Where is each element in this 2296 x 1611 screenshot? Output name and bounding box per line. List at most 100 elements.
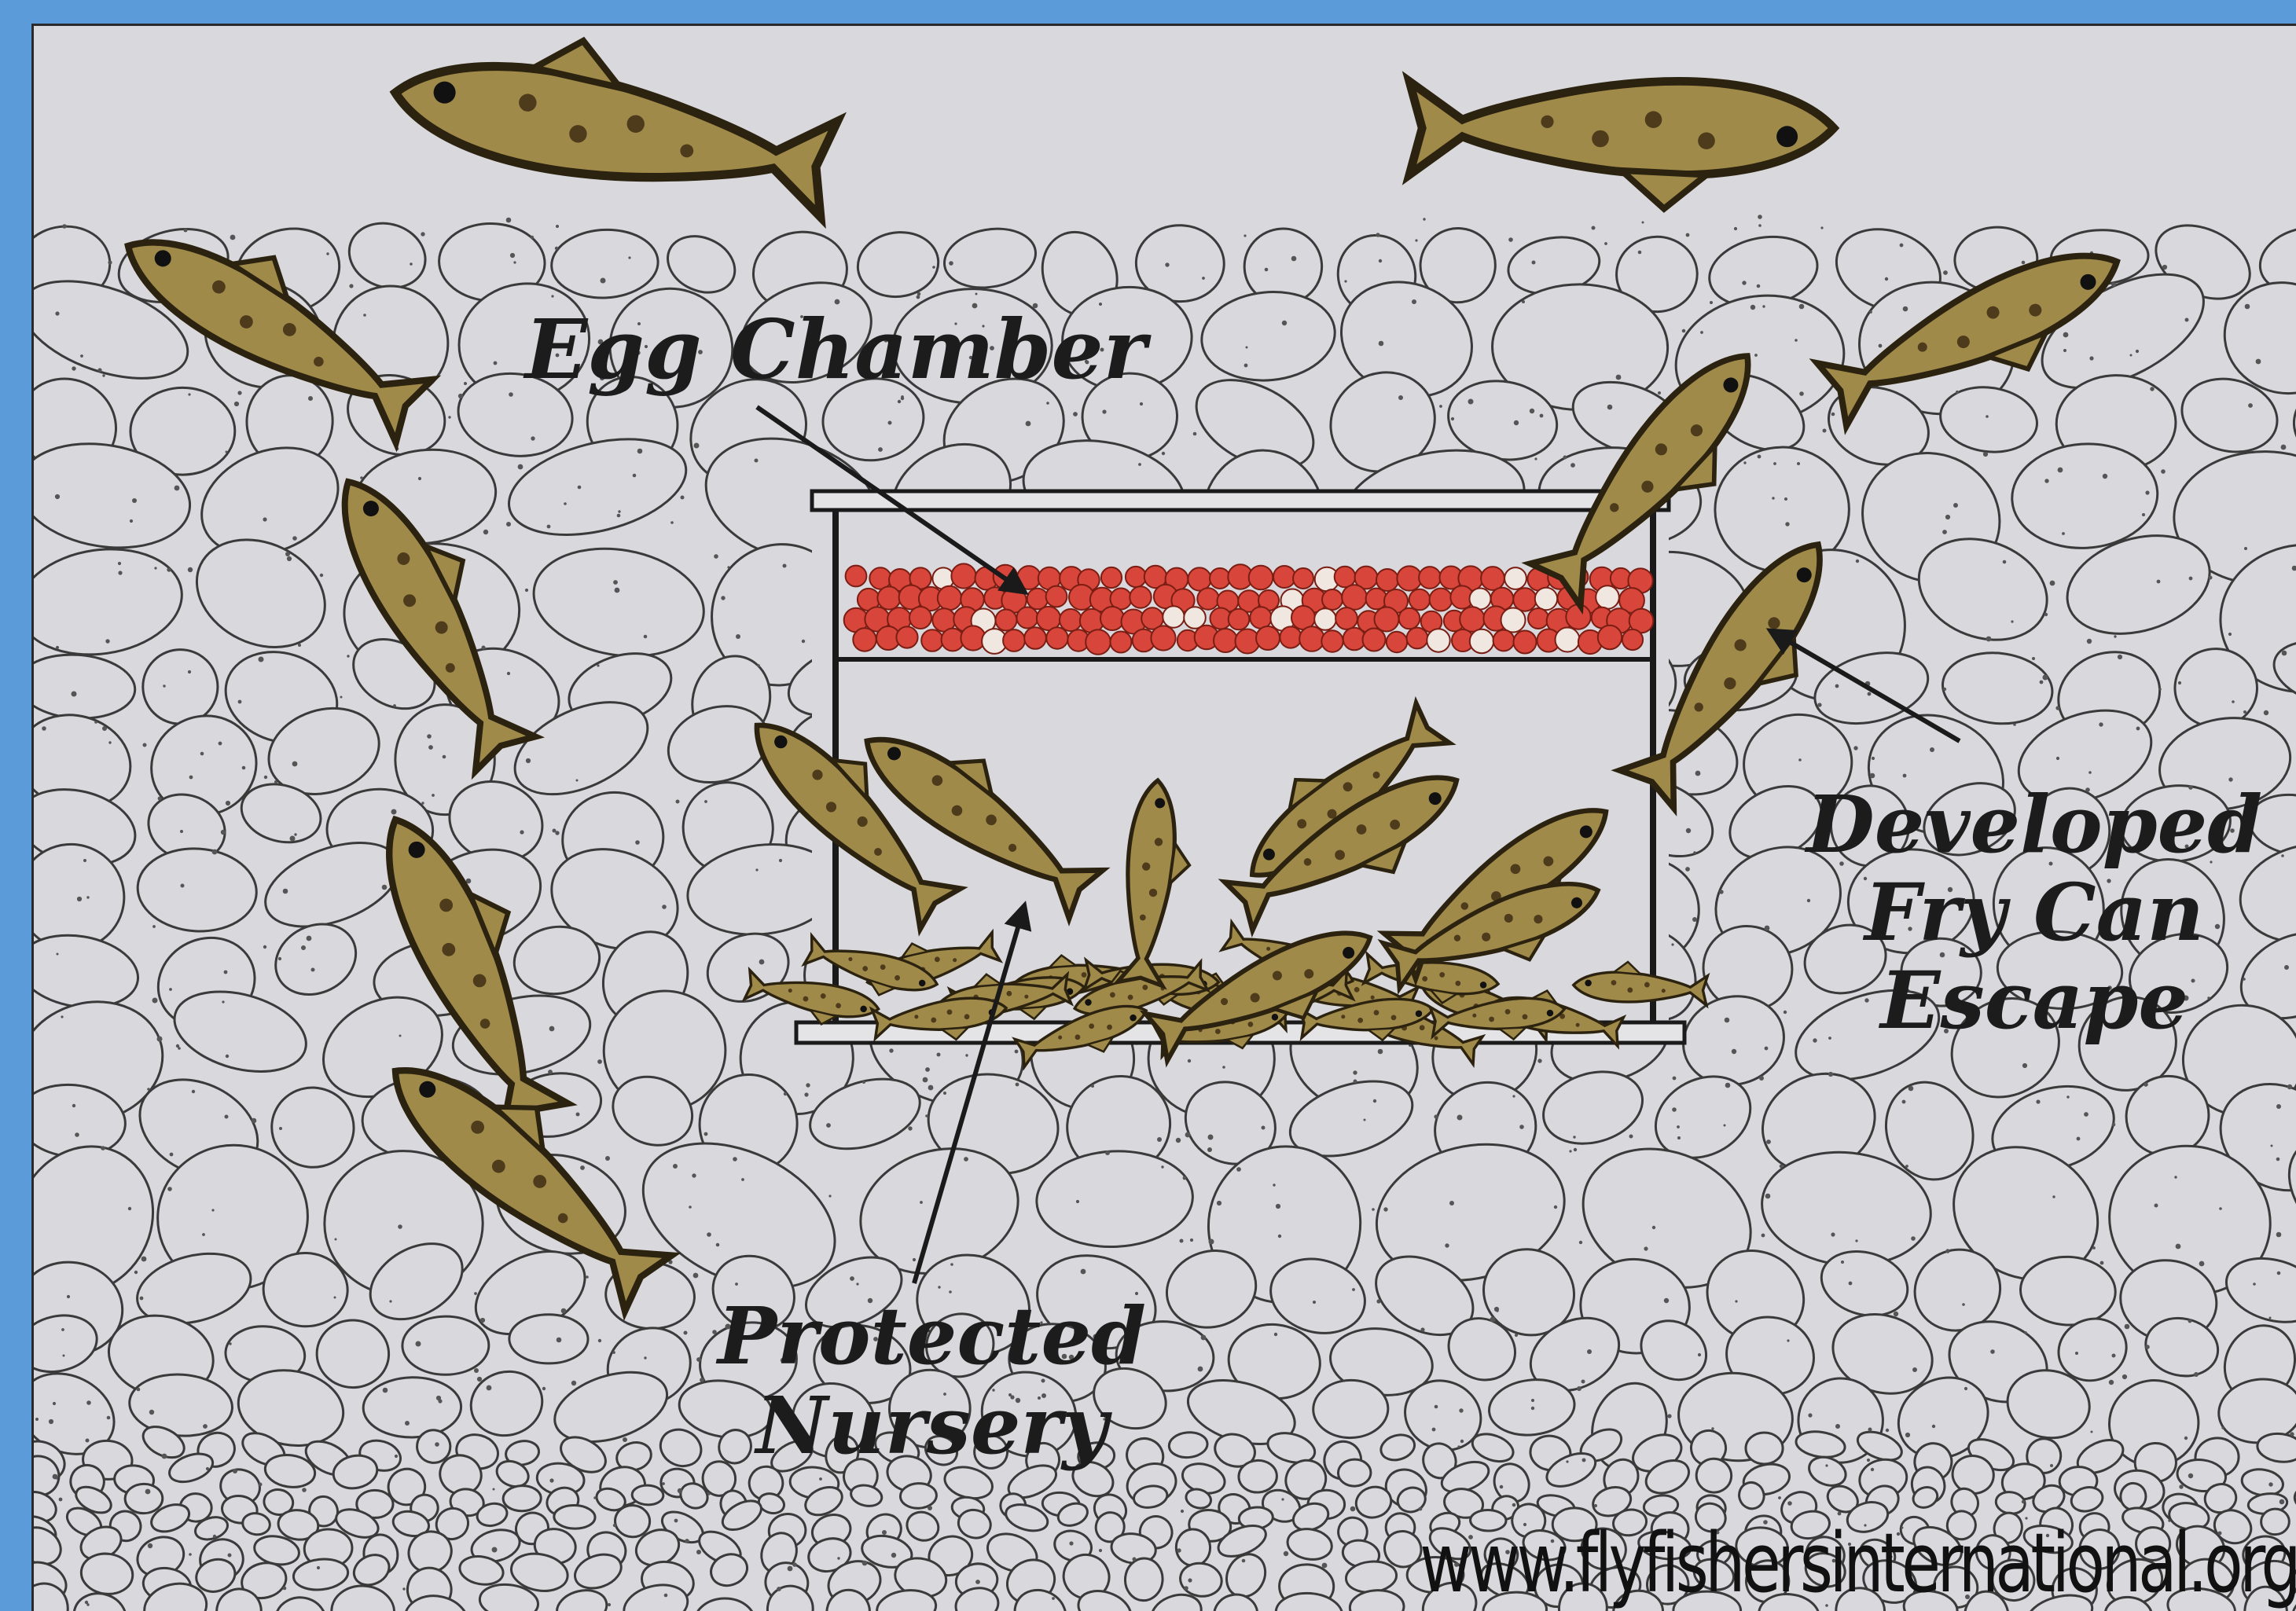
egg-icon — [921, 629, 943, 651]
egg-icon — [1017, 566, 1041, 589]
egg-icon — [1419, 567, 1441, 589]
developed-fry-line-1: Developed — [1806, 780, 2262, 868]
cobble-stone-icon — [1178, 1561, 1225, 1599]
egg-icon — [1214, 629, 1237, 652]
egg-icon — [1151, 626, 1175, 650]
egg-icon — [1598, 626, 1622, 649]
egg-icon — [1535, 588, 1557, 610]
trout-icon — [1409, 81, 1834, 208]
egg-icon — [1622, 629, 1643, 650]
egg-icon — [1197, 588, 1218, 609]
egg-icon — [1256, 626, 1280, 650]
egg-icon — [1046, 586, 1067, 607]
developed-fry-line-3: Escape — [1806, 956, 2262, 1044]
cobble-stone-icon — [1198, 286, 1339, 386]
egg-icon — [1273, 566, 1295, 588]
developed-fry-line-2: Fry Can — [1806, 868, 2262, 956]
cobble-stone-icon — [143, 649, 219, 724]
egg-icon — [1409, 589, 1431, 611]
protected-nursery-line-1: Protected — [718, 1291, 1146, 1381]
egg-icon — [1335, 567, 1356, 588]
egg-icon — [1101, 567, 1122, 588]
cobble-stone-icon — [509, 1314, 588, 1363]
cobble-stone-icon — [330, 1584, 395, 1611]
egg-icon — [1335, 607, 1357, 629]
egg-icon — [909, 607, 931, 629]
cobble-stone-icon — [900, 1483, 937, 1510]
cobble-stone-icon — [614, 1504, 651, 1538]
egg-icon — [1504, 567, 1526, 589]
egg-icon — [1163, 606, 1184, 627]
egg-icon — [1363, 629, 1386, 651]
diagram-panel: Egg Chamber Developed Fry Can Escape Pro… — [31, 24, 2296, 1611]
cobble-stone-icon — [503, 1485, 542, 1511]
egg-icon — [1250, 607, 1271, 628]
cobble-stone-icon — [1378, 1431, 1417, 1464]
egg-icon — [1111, 632, 1132, 653]
cobble-stone-icon — [2120, 1483, 2146, 1510]
egg-icon — [1397, 566, 1421, 590]
cobble-stone-icon — [2291, 1483, 2296, 1517]
egg-icon — [1376, 569, 1398, 591]
developed-fry-label: Developed Fry Can Escape — [1806, 780, 2262, 1044]
cobble-stone-icon — [463, 1363, 549, 1444]
egg-icon — [1060, 609, 1082, 631]
egg-icon — [1024, 627, 1046, 649]
cobble-stone-icon — [553, 1505, 595, 1529]
egg-icon — [1322, 589, 1343, 610]
cobble-stone-icon — [1285, 1526, 1334, 1563]
egg-icon — [1430, 589, 1453, 611]
cobble-stone-icon — [1939, 648, 2055, 728]
cobble-stone-icon — [1338, 1459, 1372, 1486]
cobble-stone-icon — [2174, 648, 2258, 728]
egg-icon — [951, 563, 975, 588]
cobble-stone-icon — [525, 536, 712, 668]
cobble-stone-icon — [1746, 1433, 1783, 1464]
egg-chamber-label: Egg Chamber — [525, 309, 1146, 391]
cobble-stone-icon — [402, 1316, 489, 1375]
cobble-stone-icon — [902, 1507, 942, 1545]
cobble-stone-icon — [125, 1484, 163, 1514]
egg-icon — [1003, 629, 1025, 651]
egg-icon — [1293, 568, 1313, 589]
egg-icon — [1249, 566, 1273, 590]
egg-icon — [1017, 607, 1038, 629]
cobble-stone-icon — [849, 1482, 884, 1508]
cobble-stone-icon — [2019, 1255, 2117, 1327]
cobble-stone-icon — [362, 1377, 461, 1439]
egg-icon — [1210, 568, 1230, 589]
egg-icon — [1229, 609, 1250, 630]
egg-icon — [996, 610, 1017, 631]
protected-nursery-line-2: Nursery — [718, 1381, 1146, 1470]
egg-icon — [1514, 631, 1537, 654]
cobble-stone-icon — [1168, 1431, 1208, 1459]
website-watermark: www.flyfishersinternational.org — [1390, 1515, 2296, 1611]
cobble-stone-icon — [1313, 1379, 1389, 1438]
cobble-stone-icon — [316, 1319, 391, 1389]
egg-icon — [1046, 627, 1067, 648]
egg-icon — [1387, 632, 1407, 652]
egg-icon — [1501, 608, 1526, 633]
egg-icon — [1596, 585, 1619, 609]
egg-icon — [1100, 607, 1124, 630]
egg-icon — [896, 626, 917, 648]
egg-icon — [1027, 589, 1049, 610]
egg-icon — [1130, 586, 1151, 607]
egg-icon — [1126, 567, 1146, 587]
egg-icon — [1460, 607, 1485, 632]
cobble-stone-icon — [854, 227, 942, 302]
egg-icon — [1342, 585, 1367, 610]
egg-icon — [1086, 629, 1111, 655]
egg-icon — [1375, 607, 1399, 632]
egg-icon — [1407, 628, 1428, 649]
cobble-stone-icon — [632, 1485, 663, 1506]
cobble-stone-icon — [34, 651, 137, 722]
cobble-stone-icon — [270, 1591, 332, 1611]
egg-icon — [1280, 626, 1301, 648]
egg-icon — [1528, 608, 1548, 629]
cobble-stone-icon — [127, 1371, 234, 1439]
egg-icon — [1188, 567, 1210, 590]
egg-icon — [1481, 567, 1504, 590]
egg-icon — [1427, 629, 1449, 651]
